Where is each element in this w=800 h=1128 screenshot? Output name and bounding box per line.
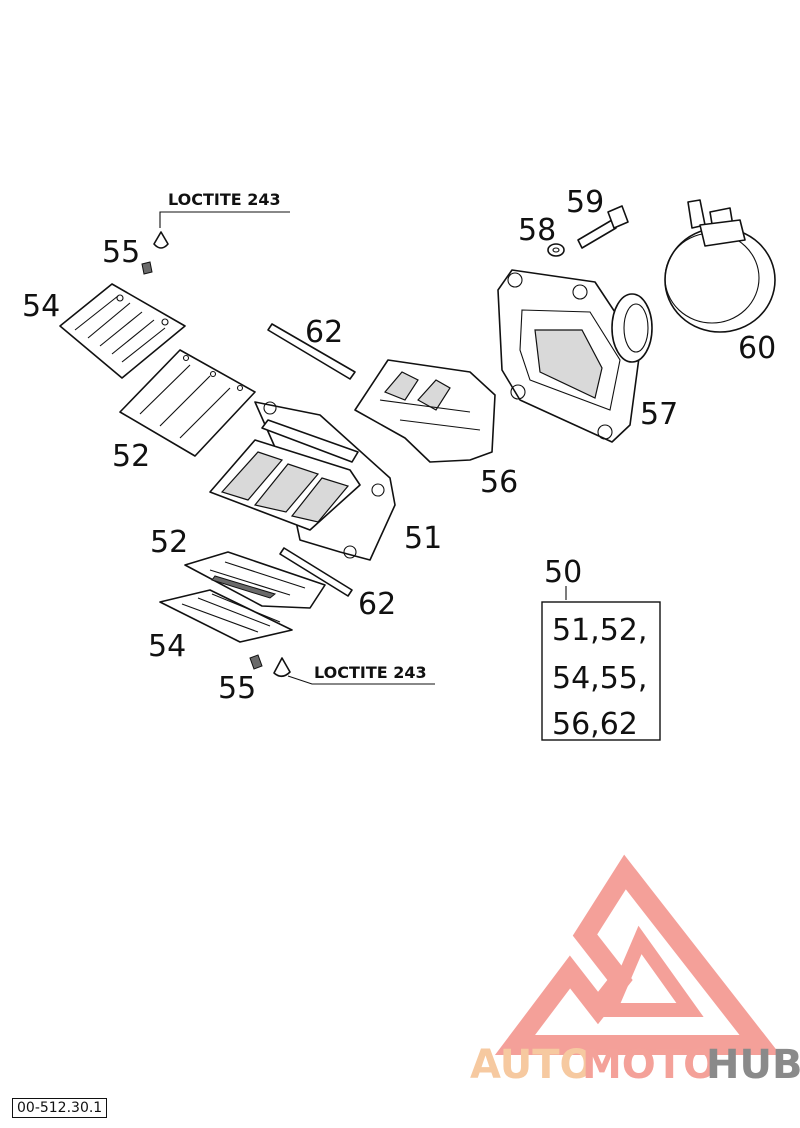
callout-55-bottom: 55 [218,671,256,706]
callout-51: 51 [404,521,442,556]
callout-52-top: 52 [112,439,150,474]
watermark-text-auto: AUTO [470,1042,594,1088]
diagram-reference-number: 00-512.30.1 [12,1098,108,1118]
callout-54-top: 54 [22,289,60,324]
part-52-reed-plate-top [119,349,256,457]
part-52-reed-plate-bottom [184,551,326,609]
part-58-washer [547,243,565,257]
watermark-text-moto: MOTO [582,1042,717,1088]
watermark-text-hub: HUB [706,1042,800,1088]
callout-57: 57 [640,397,678,432]
part-59-bolt [577,205,629,249]
kit-line-3: 56,62 [552,707,638,742]
callout-52-bottom: 52 [150,525,188,560]
callout-60: 60 [738,331,776,366]
part-51-reed-housing [209,401,396,561]
callout-59: 59 [566,185,604,220]
loctite-note-bottom: LOCTITE 243 [314,663,427,682]
callout-56: 56 [480,465,518,500]
callout-58: 58 [518,213,556,248]
part-57-intake-flange [497,269,653,443]
part-62-strip-top [267,323,356,380]
watermark-logo-icon [494,854,781,1055]
part-55-screw-bottom [249,654,291,678]
part-55-screw-top [141,231,169,275]
loctite-note-top: LOCTITE 243 [168,190,281,209]
callout-50: 50 [544,555,582,590]
part-54-reed-top [59,283,186,379]
kit-contents-box: 51,52, 54,55, 56,62 [541,601,661,742]
kit-line-1: 51,52, [552,613,647,648]
part-56-spacer [354,359,496,463]
kit-line-2: 54,55, [552,661,647,696]
part-60-hose-clamp [664,199,776,333]
callout-54-bottom: 54 [148,629,186,664]
leader-lines [159,211,567,685]
callout-62-bottom: 62 [358,587,396,622]
part-62-strip-bottom [279,547,353,597]
callout-62-top: 62 [305,315,343,350]
part-54-reed-bottom [159,589,293,643]
callout-55-top: 55 [102,235,140,270]
